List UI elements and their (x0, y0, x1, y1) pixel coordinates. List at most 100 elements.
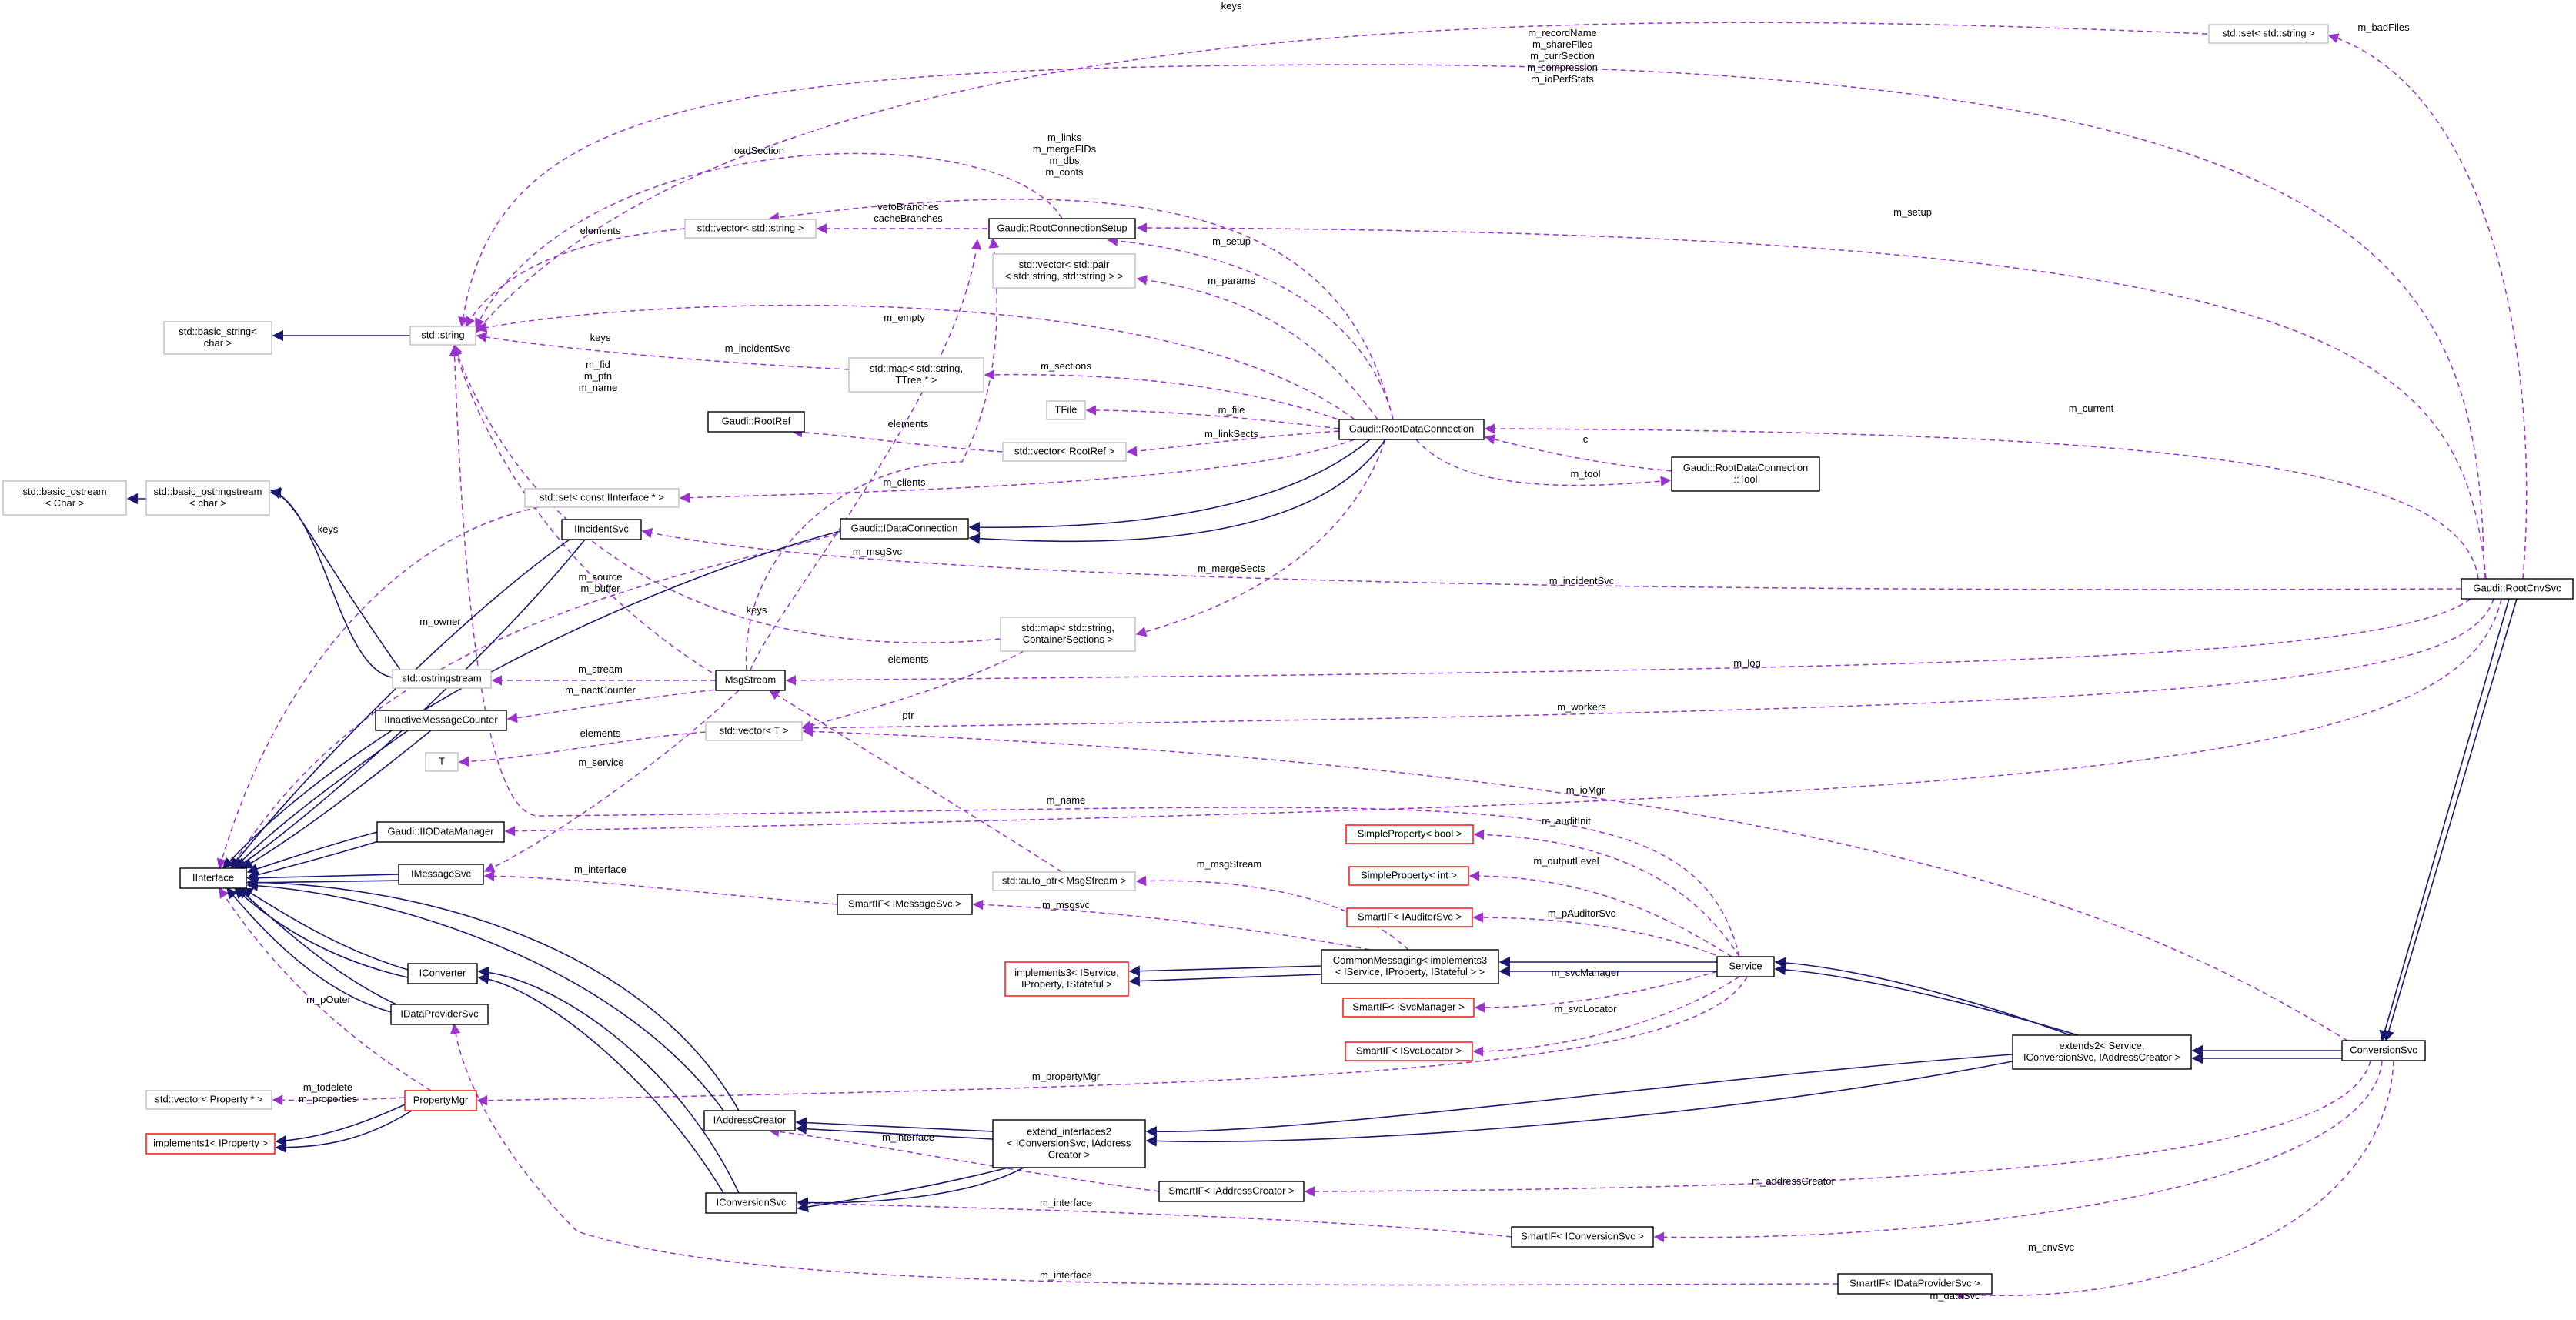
class-node-label-line: Gaudi::IIODataManager (387, 826, 494, 837)
class-node-IInterface[interactable]: IInterface (179, 867, 247, 889)
edge-label-m_sections: m_sections (1041, 360, 1091, 372)
usage-edge-rdc-to-tfile (1085, 405, 1340, 429)
edge-label-line: m_fid (586, 359, 610, 370)
class-node-SP_bool[interactable]: SimpleProperty< bool > (1345, 824, 1474, 844)
class-node-box (840, 518, 969, 540)
inheritance-edge-iconversionsvc-inherits-iconverter (477, 973, 724, 1194)
class-node-map_ContainerSections[interactable]: std::map< std::string,ContainerSections … (1000, 617, 1136, 652)
class-node-IDataProviderSvc[interactable]: IDataProviderSvc (390, 1004, 489, 1025)
edge-label-m_msgSvc: m_msgSvc (853, 546, 903, 557)
class-node-box (145, 1090, 272, 1110)
edge-label-m_pOuter: m_pOuter (306, 994, 351, 1005)
usage-edge-vector_rootref-to-rootref (791, 426, 1004, 453)
class-node-IMessageSvc[interactable]: IMessageSvc (398, 864, 484, 885)
class-node-vector_RootRef[interactable]: std::vector< RootRef > (1002, 442, 1127, 462)
class-node-basic_ostringstream[interactable]: std::basic_ostringstream< char > (145, 480, 270, 516)
usage-edge-auto_ptr-to-msgstream (768, 690, 1063, 873)
class-node-label-line: < std::string, std::string > > (1005, 270, 1124, 282)
usage-edge-sif_dp-to-idataprovidersvc (450, 1023, 1839, 1286)
edge-label-line: keys (318, 523, 339, 535)
class-node-IAddressCreator[interactable]: IAddressCreator (703, 1110, 796, 1131)
class-node-ostringstream[interactable]: std::ostringstream (392, 669, 492, 689)
class-node-box (705, 1192, 797, 1214)
class-node-box (2, 480, 127, 516)
class-node-vector_pair[interactable]: std::vector< std::pair< std::string, std… (992, 253, 1136, 289)
class-node-label: IInterface (192, 872, 234, 884)
class-node-IDataConnection[interactable]: Gaudi::IDataConnection (840, 518, 969, 540)
usage-edge-conversionsvc-to-sif_dp (1953, 1060, 2394, 1300)
class-node-label-line: std::vector< T > (720, 725, 789, 737)
class-node-T[interactable]: T (425, 752, 459, 772)
class-node-RootDataConnection[interactable]: Gaudi::RootDataConnection (1338, 419, 1485, 440)
class-node-IIncidentSvc[interactable]: IIncidentSvc (561, 519, 642, 540)
class-node-RootConnectionSetup[interactable]: Gaudi::RootConnectionSetup (988, 218, 1136, 239)
class-node-ConversionSvc[interactable]: ConversionSvc (2341, 1040, 2426, 1061)
edge-label-line: cacheBranches (874, 212, 943, 224)
class-node-label: Gaudi::RootDataConnection (1349, 423, 1475, 435)
class-node-SIF_ISvcLocator[interactable]: SmartIF< ISvcLocator > (1345, 1041, 1473, 1061)
class-node-extend_interfaces2[interactable]: extend_interfaces2< IConversionSvc, IAdd… (992, 1119, 1146, 1168)
edge-label-line: m_owner (419, 616, 461, 627)
class-node-basic_string[interactable]: std::basic_string<char > (163, 321, 272, 355)
edge-label-line: m_sections (1041, 360, 1091, 372)
class-node-SP_int[interactable]: SimpleProperty< int > (1348, 866, 1469, 886)
class-node-box (837, 894, 973, 915)
class-node-box (1000, 617, 1136, 652)
class-node-SIF_IAddressCreator[interactable]: SmartIF< IAddressCreator > (1158, 1181, 1305, 1202)
class-node-label: SmartIF< IAuditorSvc > (1358, 911, 1462, 923)
class-node-set_string[interactable]: std::set< std::string > (2208, 24, 2329, 44)
edge-label-line: vetoBranches (877, 201, 939, 212)
class-node-MsgStream[interactable]: MsgStream (715, 670, 786, 691)
class-node-label-line: std::vector< Property * > (155, 1094, 262, 1105)
edge-label-line: m_tool (1570, 468, 1600, 480)
edge-label-m_inactCounter: m_inactCounter (565, 684, 636, 696)
class-node-label-line: ConversionSvc (2350, 1044, 2417, 1056)
class-node-box (684, 219, 817, 239)
class-node-SIF_IMessageSvc[interactable]: SmartIF< IMessageSvc > (837, 894, 973, 915)
class-node-IConverter[interactable]: IConverter (407, 963, 478, 984)
class-node-label: IMessageSvc (411, 868, 472, 880)
class-node-std_string[interactable]: std::string (409, 326, 476, 346)
class-node-auto_ptr[interactable]: std::auto_ptr< MsgStream > (992, 871, 1136, 891)
class-node-extends2[interactable]: extends2< Service,IConversionSvc, IAddre… (2012, 1034, 2192, 1070)
class-node-SIF_IAuditorSvc[interactable]: SmartIF< IAuditorSvc > (1346, 907, 1473, 927)
class-node-label: IInactiveMessageCounter (384, 714, 498, 726)
edge-label-line: loadSection (732, 145, 784, 156)
inheritance-edge-idc-inherits-iinterface (222, 530, 841, 870)
class-node-vector_Property[interactable]: std::vector< Property * > (145, 1090, 272, 1110)
class-node-RootDataConnectionTool[interactable]: Gaudi::RootDataConnection::Tool (1671, 456, 1820, 492)
class-node-IIODataManager[interactable]: Gaudi::IIODataManager (376, 821, 505, 843)
class-node-RootRef[interactable]: Gaudi::RootRef (707, 411, 805, 433)
class-node-set_IInterface[interactable]: std::set< const IInterface * > (524, 488, 680, 508)
inheritance-edge-iiodatamanager-inherits-iinterface (246, 831, 378, 874)
class-node-Service[interactable]: Service (1716, 956, 1775, 977)
class-node-map_TTree[interactable]: std::map< std::string,TTree * > (848, 357, 984, 393)
edge-label-line: m_links (1047, 132, 1082, 143)
inheritance-edge-iconverter-inherits-iinterface-2 (233, 887, 409, 978)
class-node-label-line: IMessageSvc (411, 868, 472, 880)
class-node-PropertyMgr[interactable]: PropertyMgr (404, 1090, 477, 1111)
class-node-CommonMessaging[interactable]: CommonMessaging< implements3< IService, … (1321, 949, 1499, 984)
class-node-vector_T[interactable]: std::vector< T > (705, 721, 803, 741)
class-node-vector_string[interactable]: std::vector< std::string > (684, 219, 817, 239)
class-node-RootCnvSvc[interactable]: Gaudi::RootCnvSvc (2461, 578, 2574, 600)
class-node-basic_ostream[interactable]: std::basic_ostream< Char > (2, 480, 127, 516)
class-node-implements3[interactable]: implements3< IService,IProperty, IStatef… (1004, 961, 1129, 997)
class-node-SIF_ISvcManager[interactable]: SmartIF< ISvcManager > (1342, 998, 1475, 1018)
edge-label-line: m_svcLocator (1555, 1003, 1618, 1014)
edge-label-m_incidentSvc_a: m_incidentSvc (725, 343, 790, 354)
class-node-IConversionSvc[interactable]: IConversionSvc (705, 1192, 797, 1214)
class-node-box (1342, 998, 1475, 1018)
class-node-IInactiveMessageCounter[interactable]: IInactiveMessageCounter (375, 710, 507, 731)
class-node-SIF_IConversionSvc[interactable]: SmartIF< IConversionSvc > (1511, 1226, 1654, 1248)
class-node-implements1[interactable]: implements1< IProperty > (145, 1133, 276, 1155)
usage-edge-propertymgr-to-vector_property (272, 1094, 406, 1106)
edge-label-keys_left: keys (318, 523, 339, 535)
class-node-SIF_IDataProviderSvc[interactable]: SmartIF< IDataProviderSvc > (1837, 1273, 1993, 1295)
edge-label-line: m_linkSects (1204, 428, 1259, 439)
class-node-TFile[interactable]: TFile (1046, 400, 1086, 420)
usage-edge-service-to-propertymgr (476, 976, 1748, 1106)
